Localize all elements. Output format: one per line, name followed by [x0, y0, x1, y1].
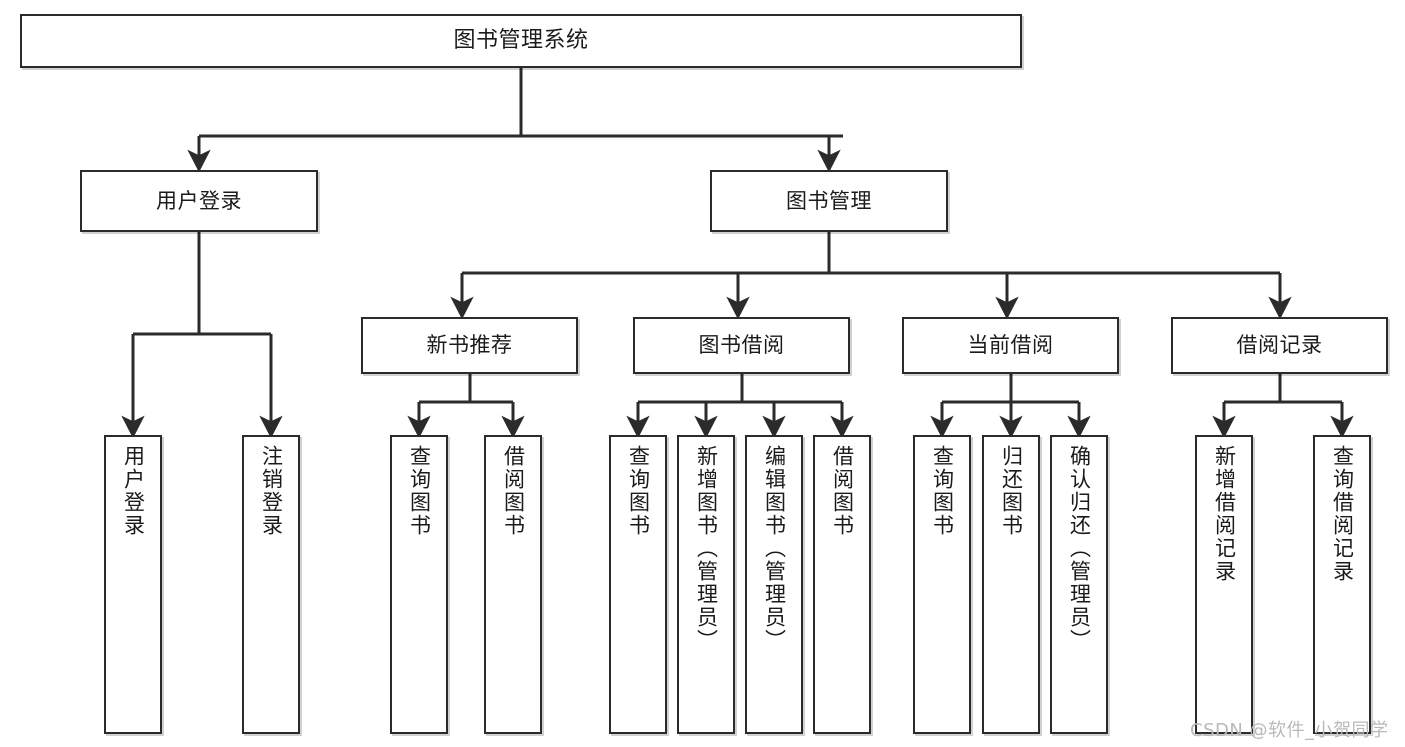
leaf-query-book-3[interactable]: 查询图书	[913, 435, 971, 734]
leaf-query-borrow-record[interactable]: 查询借阅记录	[1313, 435, 1371, 734]
leaf-user-login[interactable]: 用户登录	[104, 435, 162, 734]
csdn-watermark: CSDN @软件_小贺同学	[1190, 720, 1389, 741]
leaf-borrow-book-2[interactable]: 借阅图书	[813, 435, 871, 734]
leaf-add-book[interactable]: 新增图书（管理员）	[677, 435, 735, 734]
leaf-return-book[interactable]: 归还图书	[982, 435, 1040, 734]
node-root[interactable]: 图书管理系统	[20, 14, 1022, 68]
node-borrow-record-label: 借阅记录	[1236, 333, 1323, 358]
node-current-borrow-label: 当前借阅	[967, 333, 1054, 358]
node-new-book-recommend-label: 新书推荐	[426, 333, 513, 358]
node-borrow-record[interactable]: 借阅记录	[1171, 317, 1388, 374]
leaf-borrow-book-2-label: 借阅图书	[830, 445, 855, 537]
leaf-query-book-2-label: 查询图书	[626, 445, 651, 537]
leaf-confirm-return[interactable]: 确认归还（管理员）	[1050, 435, 1108, 734]
leaf-edit-book-label: 编辑图书（管理员）	[762, 445, 787, 652]
node-user-login[interactable]: 用户登录	[80, 170, 318, 232]
node-user-login-label: 用户登录	[156, 188, 242, 213]
leaf-user-login-label: 用户登录	[121, 445, 146, 537]
node-book-borrow[interactable]: 图书借阅	[633, 317, 850, 374]
leaf-borrow-book-1[interactable]: 借阅图书	[484, 435, 542, 734]
node-book-borrow-label: 图书借阅	[698, 333, 785, 358]
node-root-label: 图书管理系统	[453, 28, 589, 54]
leaf-add-borrow-record[interactable]: 新增借阅记录	[1195, 435, 1253, 734]
leaf-edit-book[interactable]: 编辑图书（管理员）	[745, 435, 803, 734]
leaf-return-book-label: 归还图书	[999, 445, 1024, 537]
node-book-manage[interactable]: 图书管理	[710, 170, 948, 232]
leaf-logout-login-label: 注销登录	[259, 445, 284, 537]
leaf-query-borrow-record-label: 查询借阅记录	[1330, 445, 1355, 583]
leaf-add-borrow-record-label: 新增借阅记录	[1212, 445, 1237, 583]
leaf-borrow-book-1-label: 借阅图书	[501, 445, 526, 537]
leaf-logout-login[interactable]: 注销登录	[242, 435, 300, 734]
leaf-query-book-1-label: 查询图书	[407, 445, 432, 537]
leaf-query-book-1[interactable]: 查询图书	[390, 435, 448, 734]
leaf-add-book-label: 新增图书（管理员）	[694, 445, 719, 652]
node-book-manage-label: 图书管理	[786, 188, 872, 213]
node-current-borrow[interactable]: 当前借阅	[902, 317, 1119, 374]
node-new-book-recommend[interactable]: 新书推荐	[361, 317, 578, 374]
leaf-confirm-return-label: 确认归还（管理员）	[1067, 445, 1092, 652]
leaf-query-book-3-label: 查询图书	[930, 445, 955, 537]
leaf-query-book-2[interactable]: 查询图书	[609, 435, 667, 734]
